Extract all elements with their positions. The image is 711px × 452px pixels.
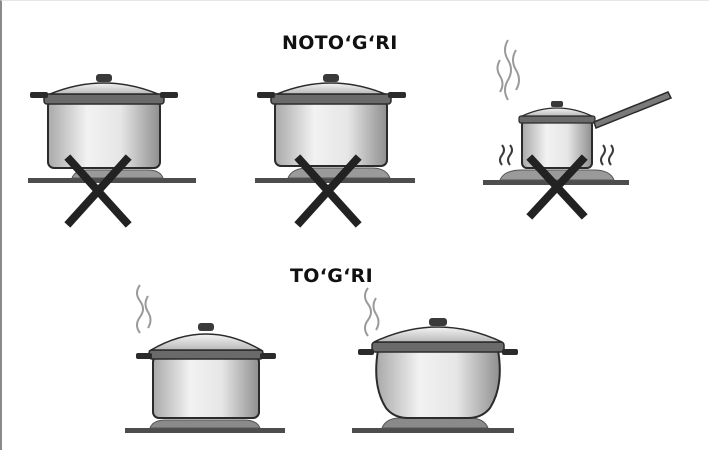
pot-lid xyxy=(277,83,385,94)
pot-handle-left xyxy=(257,92,275,98)
pot-body xyxy=(153,356,259,418)
burner-plate xyxy=(150,420,260,428)
pot-handle-right xyxy=(502,349,518,355)
lid-knob xyxy=(551,101,563,107)
cooktop-surface xyxy=(352,428,514,433)
pot-lid xyxy=(50,83,158,94)
pot-body xyxy=(376,350,500,418)
pot-rim xyxy=(271,94,391,104)
pot-lid xyxy=(374,327,502,342)
correct-figure-2 xyxy=(352,288,518,433)
cooktop-surface xyxy=(125,428,285,433)
pot-rim xyxy=(372,342,504,352)
lid-knob xyxy=(323,74,339,82)
correct-figure-1 xyxy=(125,285,285,433)
incorrect-figure-3 xyxy=(483,40,671,214)
pot-handle-left xyxy=(358,349,374,355)
lid-knob xyxy=(96,74,112,82)
steam-icon xyxy=(137,285,151,333)
lid-knob xyxy=(198,323,214,331)
pot-body xyxy=(275,100,387,166)
incorrect-figure-1 xyxy=(28,74,196,222)
steam-icon xyxy=(498,40,520,100)
pot-handle-left xyxy=(136,353,152,359)
pot-rim xyxy=(149,350,263,359)
burner-plate xyxy=(382,418,488,428)
pot-handle-right xyxy=(388,92,406,98)
saucepan-lid xyxy=(522,108,592,116)
pot-handle-right xyxy=(260,353,276,359)
saucepan-rim xyxy=(519,116,595,123)
pot-lid xyxy=(151,334,261,350)
pot-body xyxy=(48,100,160,168)
steam-icon xyxy=(365,288,379,336)
pot-handle-left xyxy=(30,92,48,98)
pot-rim xyxy=(44,94,164,104)
incorrect-figure-2 xyxy=(255,74,415,222)
saucepan-handle xyxy=(594,92,671,128)
lid-knob xyxy=(429,318,447,326)
burner-plate xyxy=(500,170,614,180)
cross-mark xyxy=(70,160,126,222)
pot-handle-right xyxy=(160,92,178,98)
